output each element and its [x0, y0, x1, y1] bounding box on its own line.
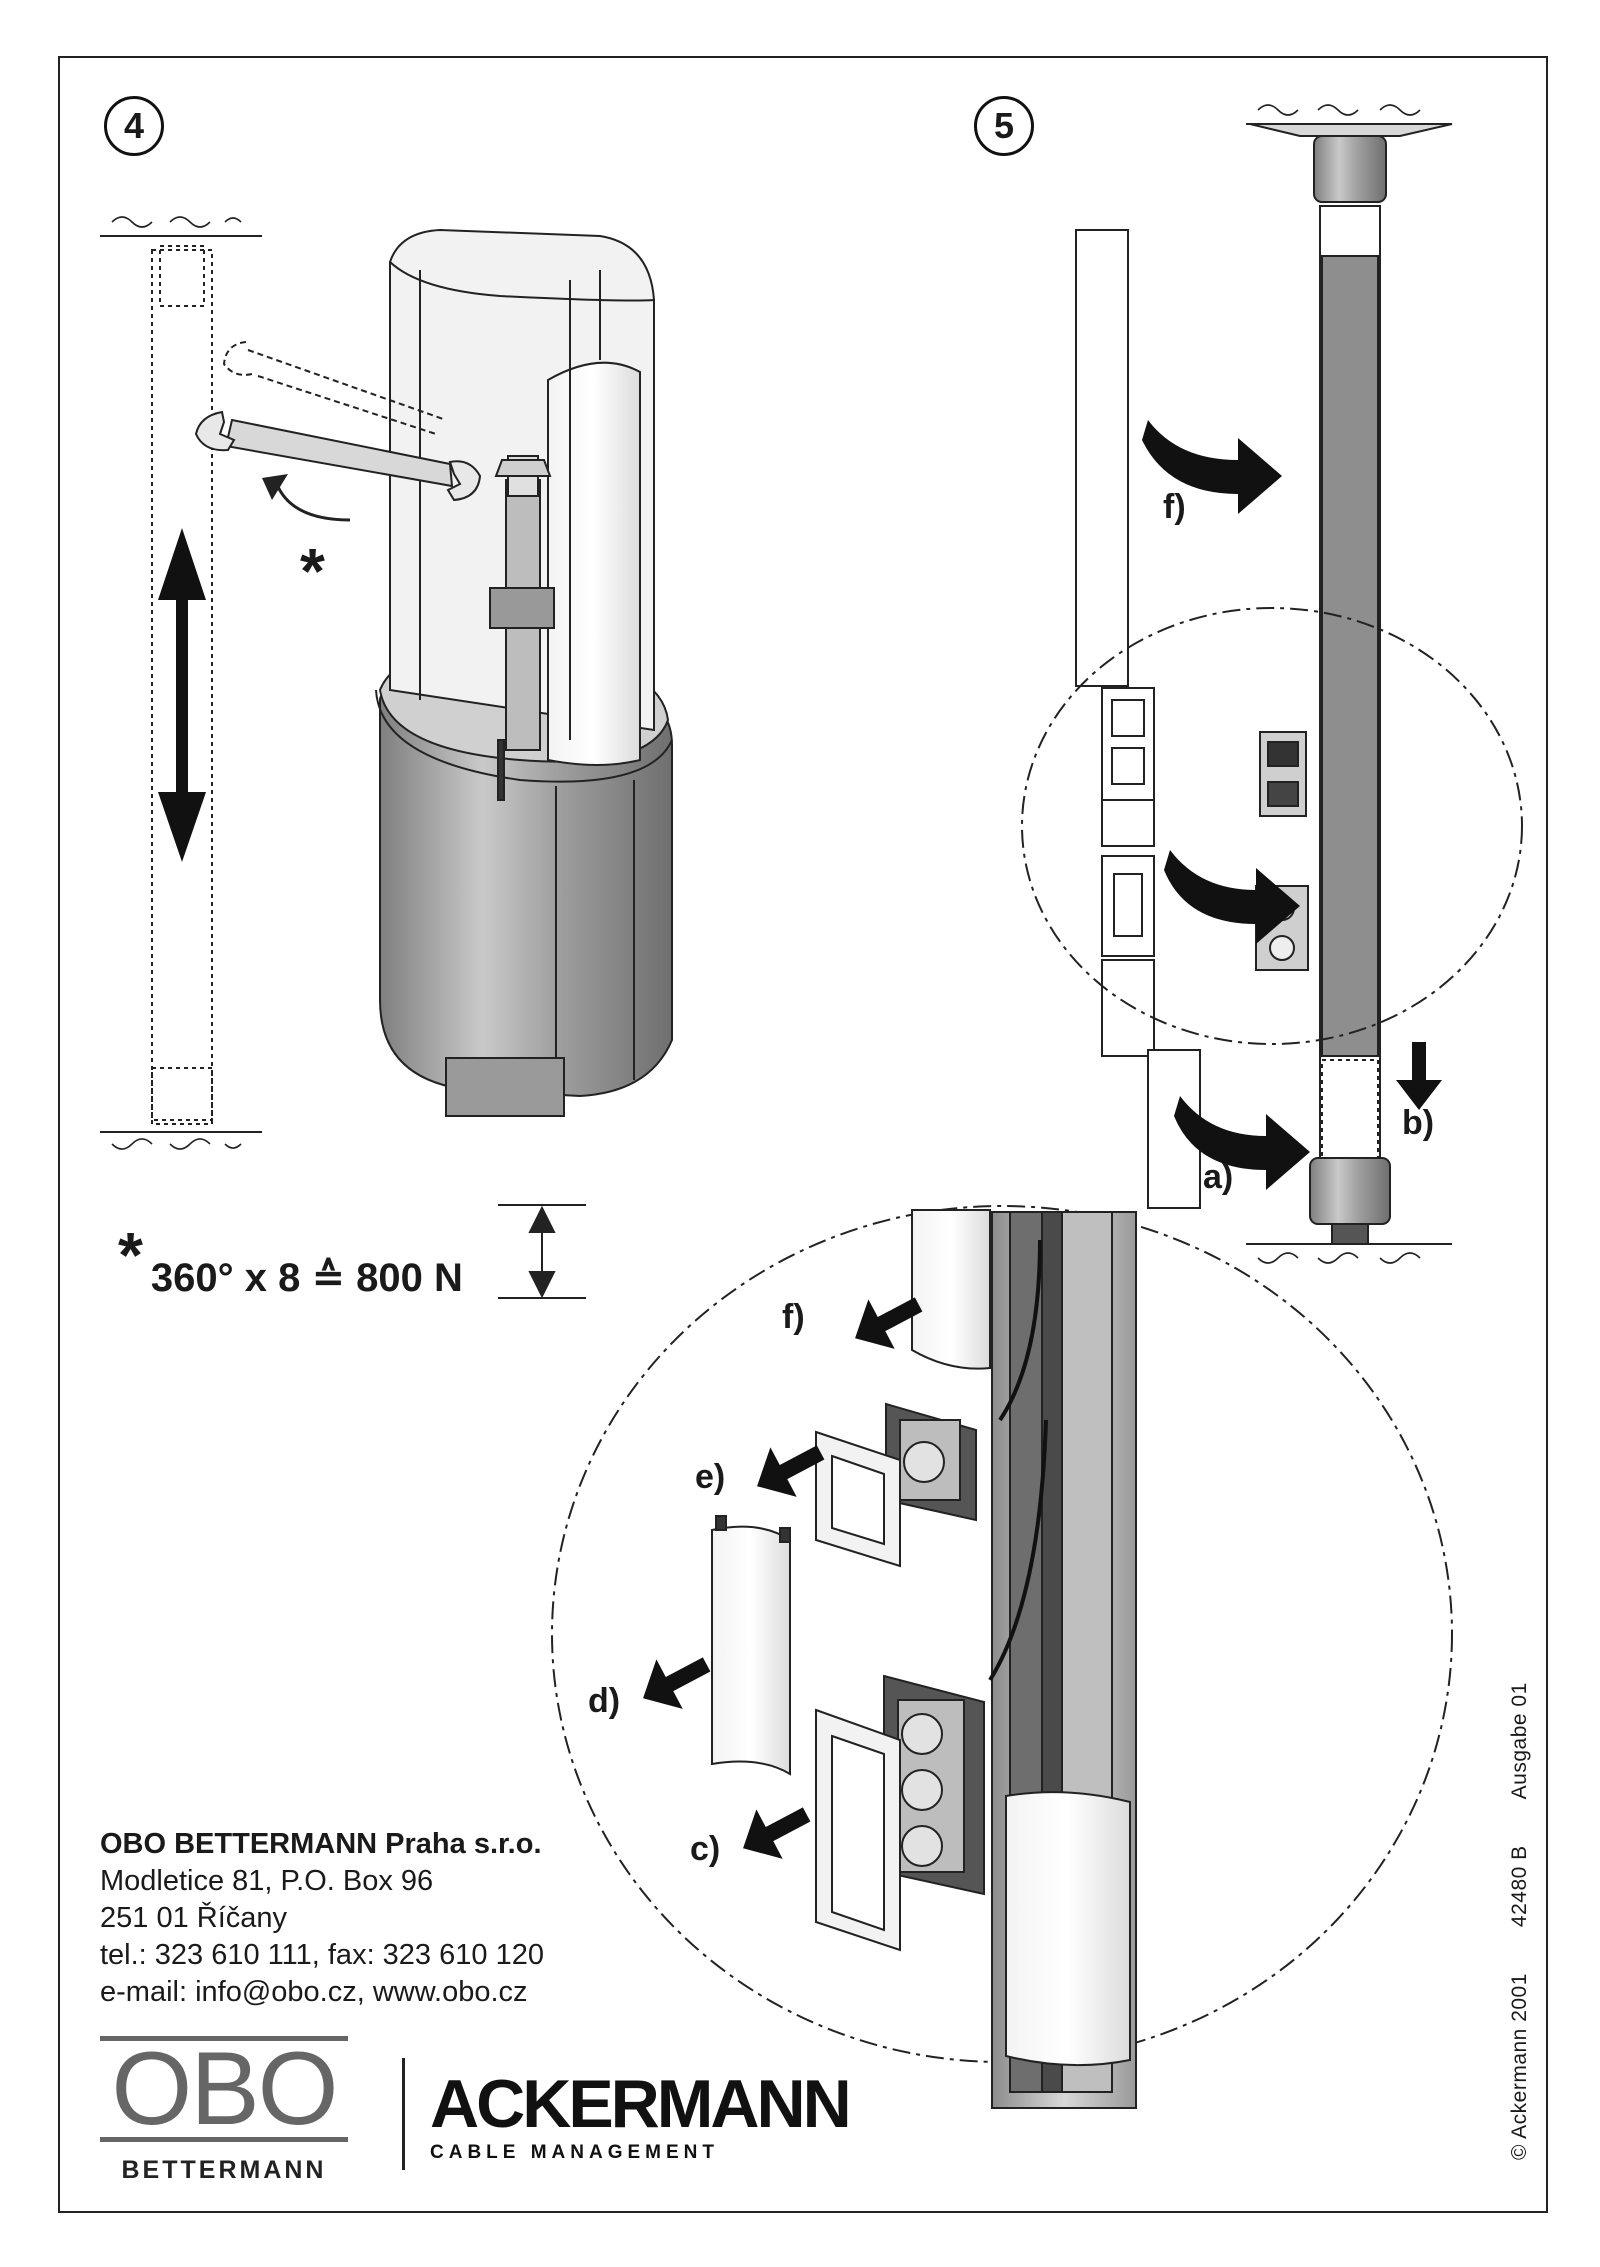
- cover-frames-detail: [711, 1430, 901, 1952]
- column-profile-detail: [911, 1209, 1137, 2109]
- formula-text: 360° x 8 ≙ 800 N: [150, 1256, 463, 1300]
- double-arrow-vertical: [158, 528, 206, 862]
- address-block: OBO BETTERMANN Praha s.r.o. Modletice 81…: [100, 1826, 544, 2011]
- page-frame: [58, 56, 1548, 2213]
- obo-bettermann-logo: OBO BETTERMANN: [100, 2036, 348, 2185]
- torque-formula: *360° x 8 ≙ 800 N: [118, 1219, 463, 1306]
- detail-arrows: [643, 1297, 923, 1859]
- formula-asterisk: *: [118, 1219, 143, 1291]
- step5-arrows: [1142, 420, 1442, 1190]
- label-b: b): [1402, 1104, 1435, 1142]
- obo-logo-word: OBO: [111, 2041, 338, 2137]
- address-email: e-mail: info@obo.cz, www.obo.cz: [100, 1976, 528, 2008]
- torque-dimension-arrow: [498, 1204, 586, 1299]
- edition-text: Ausgabe 01: [1508, 1682, 1531, 1800]
- wrench-asterisk: *: [300, 535, 325, 607]
- detail-circle-upper: [1021, 607, 1523, 1045]
- rotation-arrow: [262, 474, 351, 522]
- document-code: 42480 B: [1508, 1845, 1531, 1928]
- label-c: c): [690, 1830, 721, 1868]
- logo-divider: [402, 2058, 405, 2170]
- vertical-side-text: © Ackermann 2001 42480 B Ausgabe 01: [1508, 1636, 1532, 2160]
- column-base-illustration: [375, 228, 673, 1117]
- obo-logo-top-bar: [100, 2036, 348, 2041]
- address-city: 251 01 Říčany: [100, 1902, 288, 1934]
- company-name: OBO BETTERMANN Praha s.r.o.: [100, 1828, 542, 1860]
- cover-strips-exploded: [1075, 229, 1201, 1209]
- socket-inserts-detail: [883, 1402, 985, 1896]
- wrench-icon: [194, 341, 482, 502]
- floor-ceiling-pole: [1246, 104, 1453, 1264]
- address-street: Modletice 81, P.O. Box 96: [100, 1865, 434, 1897]
- step-number-5: 5: [974, 96, 1034, 156]
- obo-logo-subtitle: BETTERMANN: [121, 2156, 327, 2184]
- ackermann-logo: ACKERMANN CABLE MANAGEMENT: [430, 2066, 852, 2164]
- copyright-text: © Ackermann 2001: [1508, 1973, 1531, 2160]
- address-phone: tel.: 323 610 111, fax: 323 610 120: [100, 1939, 544, 1971]
- label-a: a): [1203, 1158, 1234, 1196]
- label-f-lower: f): [782, 1298, 805, 1336]
- label-f-upper: f): [1163, 488, 1186, 526]
- ackermann-logo-subtitle: CABLE MANAGEMENT: [430, 2142, 719, 2163]
- obo-logo-bottom-bar: [100, 2137, 348, 2142]
- label-d: d): [588, 1682, 621, 1720]
- slim-pole-diagram: [100, 216, 262, 1150]
- label-e: e): [695, 1458, 726, 1496]
- step-number-4: 4: [104, 96, 164, 156]
- ackermann-logo-word: ACKERMANN: [430, 2066, 852, 2142]
